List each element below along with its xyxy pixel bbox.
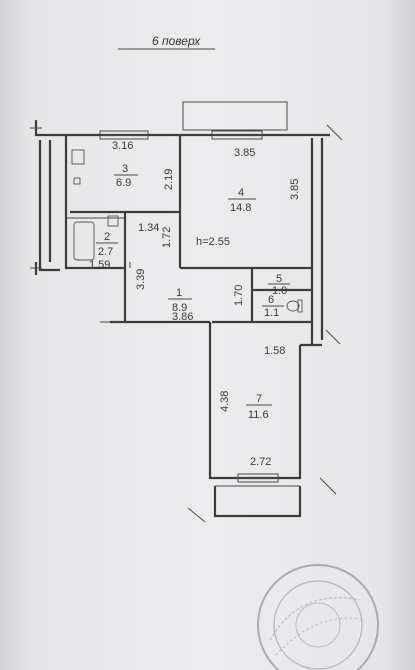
dim-room4-depth: 3.85 xyxy=(289,179,301,200)
official-stamp xyxy=(257,564,379,670)
dim-room7-top: 1.58 xyxy=(264,345,285,357)
dim-corridor-depth: 1.72 xyxy=(161,227,173,248)
exterior-walls xyxy=(64,124,343,480)
dim-room7-depth: 4.38 xyxy=(219,391,231,412)
room-7-number: 7 xyxy=(256,393,262,405)
dim-room2-width: 1.59 xyxy=(89,259,110,271)
dim-hall-right: 1.70 xyxy=(233,285,245,306)
ceiling-height-note: h=2.55 xyxy=(196,236,230,248)
dim-room3-width: 3.16 xyxy=(112,140,133,152)
toilet xyxy=(286,299,303,313)
room-2-number: 2 xyxy=(104,231,110,243)
room-6-area: 1.1 xyxy=(264,307,279,319)
bathtub xyxy=(73,215,119,261)
floor-label: 6 поверх xyxy=(152,34,201,48)
room-1-area: 8.9 xyxy=(172,302,187,314)
dim-room7-width: 2.72 xyxy=(250,456,271,468)
interior-walls xyxy=(66,135,312,324)
left-outer-walls xyxy=(30,120,66,275)
dim-hall-width: 3.86 xyxy=(172,311,193,323)
dim-room4-width: 3.85 xyxy=(234,147,255,159)
dim-hall-depth: 3.39 xyxy=(135,269,147,290)
room-6-number: 6 xyxy=(268,294,274,306)
dim-corridor-width: 1.34 xyxy=(138,222,159,234)
room-2-area: 2.7 xyxy=(98,246,113,258)
room-3-number: 3 xyxy=(122,163,128,175)
bottom-balcony xyxy=(187,477,337,523)
kitchen-stove xyxy=(71,149,85,185)
dim-room3-depth: 2.19 xyxy=(163,169,175,190)
room-4-area: 14.8 xyxy=(230,202,251,214)
room-4-number: 4 xyxy=(238,187,244,199)
room-7-area: 11.6 xyxy=(248,409,269,421)
windows xyxy=(99,130,279,483)
room-5-area: 1.0 xyxy=(272,285,287,297)
room-3-area: 6.9 xyxy=(116,177,131,189)
room-5-number: 5 xyxy=(276,273,282,285)
room-1-number: 1 xyxy=(176,287,182,299)
top-balcony xyxy=(182,101,288,131)
